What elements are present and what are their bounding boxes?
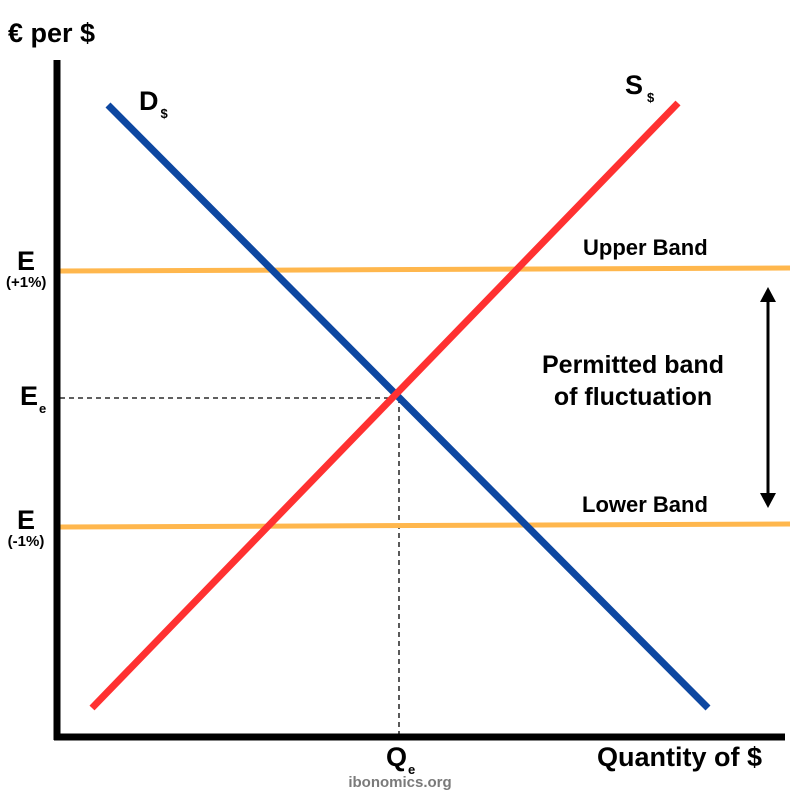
band-width-arrow-up-head — [760, 287, 776, 302]
upper-band-tick-note: (+1%) — [6, 274, 47, 291]
upper-band-line — [59, 265, 791, 274]
supply-curve-label: S$ — [625, 70, 655, 105]
band-width-arrow-down-head — [760, 493, 776, 508]
site-watermark: ibonomics.org — [348, 774, 452, 791]
x-axis-label: Quantity of $ — [596, 742, 762, 772]
lower-band-line — [59, 521, 791, 530]
demand-curve-label: D$ — [139, 86, 168, 121]
demand-curve — [105, 102, 711, 711]
permitted-band-annotation: Permitted band of fluctuation — [522, 349, 744, 413]
lower-band-tick-label: E (-1%) — [6, 506, 46, 550]
annotation-line-2: of fluctuation — [553, 383, 713, 411]
equilibrium-quantity-label: Qe — [386, 742, 416, 777]
equilibrium-price-label: Ee — [20, 381, 47, 416]
upper-band-label: Upper Band — [583, 235, 708, 260]
y-axis-label: € per $ — [8, 18, 96, 48]
upper-band-tick-label: E (+1%) — [6, 247, 46, 291]
supply-curve — [89, 100, 681, 711]
upper-band-tick-letter: E — [16, 246, 35, 276]
lower-band-tick-note: (-1%) — [7, 533, 45, 550]
lower-band-tick-letter: E — [16, 505, 35, 535]
annotation-line-1: Permitted band — [542, 351, 724, 379]
lower-band-label: Lower Band — [582, 492, 708, 517]
